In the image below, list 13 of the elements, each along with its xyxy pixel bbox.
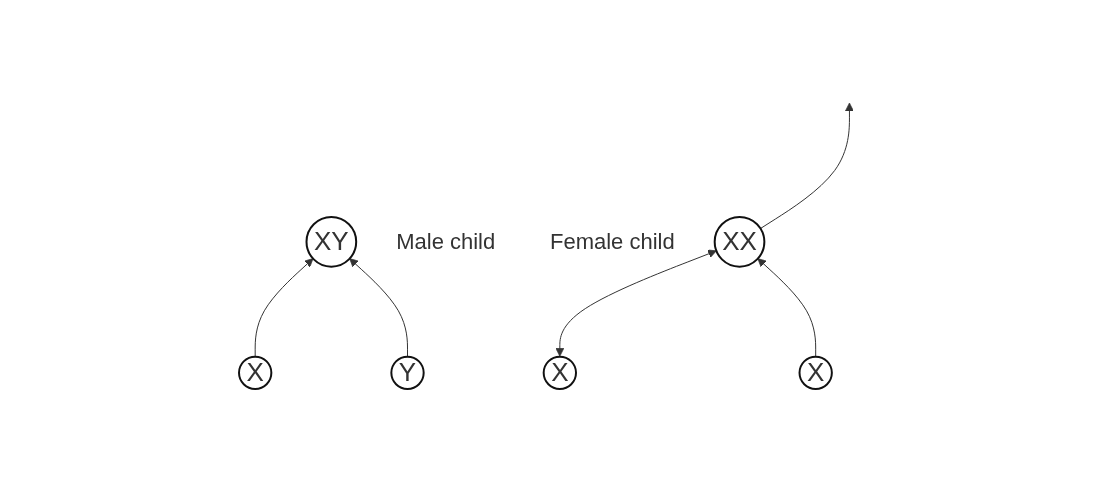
arrow	[254, 258, 314, 358]
node-circle: XY	[305, 216, 358, 268]
node-circle: Y	[390, 356, 425, 391]
node-circle: X	[238, 356, 273, 391]
node-circle: X	[798, 356, 833, 391]
arrow	[757, 258, 817, 358]
arrow	[555, 249, 717, 357]
node-circle: XX	[713, 216, 766, 268]
node-circle: X	[542, 356, 578, 391]
node-label: Male child	[396, 229, 496, 255]
node-label: Female child	[549, 229, 675, 255]
arrow	[760, 102, 854, 230]
arrow	[349, 258, 409, 358]
